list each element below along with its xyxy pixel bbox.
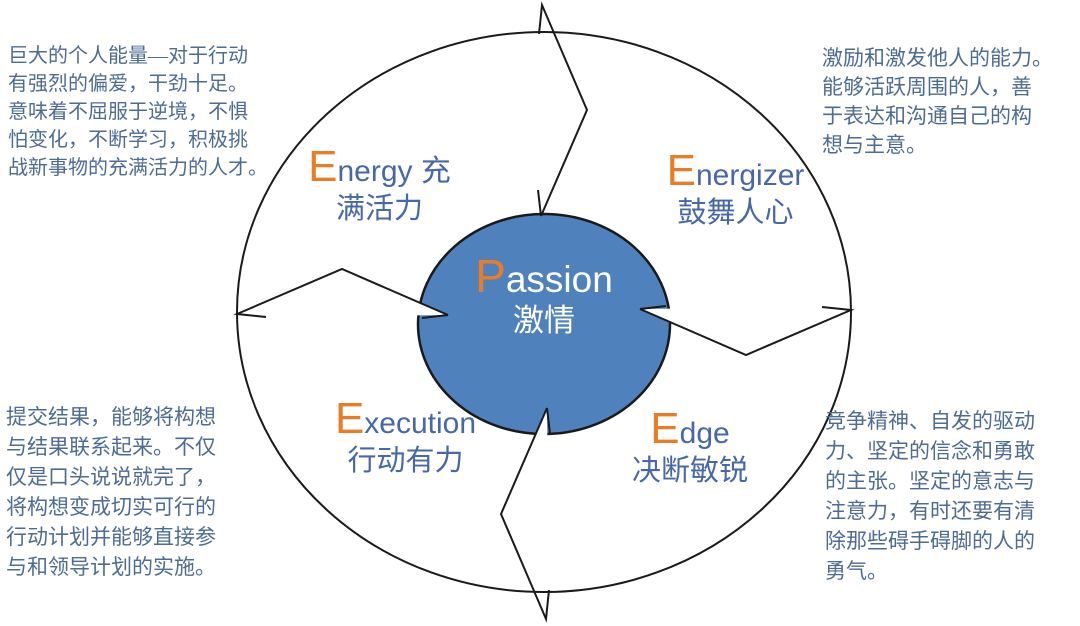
execution-label-cn: 行动有力 — [347, 445, 464, 478]
energy-label: Energy 充 满活力 — [287, 142, 472, 227]
energizer-label: Energizer 鼓舞人心 — [618, 146, 853, 231]
passion-label-en: Passion — [429, 252, 659, 300]
passion-label: Passion 激情 — [429, 252, 659, 341]
execution-label-en: Execution — [293, 394, 518, 443]
energizer-initial: E — [666, 146, 696, 195]
edge-label: Edge 决断敏锐 — [585, 404, 795, 489]
rotation-arrow-right — [639, 305, 855, 357]
edge-description: 竞争精神、自发的驱动 力、坚定的信念和勇敢 的主张。坚定的意志与 注意力，有时还… — [825, 409, 1035, 583]
execution-rest: xecution — [364, 407, 477, 440]
rotation-arrow-bottom — [499, 407, 551, 623]
passion-rest: assion — [505, 259, 613, 300]
energizer-label-en: Energizer — [618, 146, 853, 195]
edge-rest: dge — [679, 417, 730, 450]
energy-rest: nergy 充 — [337, 155, 451, 188]
passion-initial: P — [475, 250, 506, 302]
edge-label-en: Edge — [585, 404, 795, 453]
passion-label-cn: 激情 — [513, 303, 575, 339]
rotation-arrow-left — [233, 267, 449, 319]
energy-label-en: Energy 充 — [287, 142, 472, 191]
outer-cycle-ring — [236, 31, 852, 593]
energy-initial: E — [308, 142, 338, 191]
energy-label-cn: 满活力 — [335, 193, 423, 226]
execution-initial: E — [334, 394, 365, 443]
rotation-arrow-top — [537, 1, 589, 217]
execution-description: 提交结果，能够将构想 与结果联系起来。不仅 仅是口头说说就完了， 将构想变成切实… — [6, 405, 216, 579]
energy-description: 巨大的个人能量—对于行动 有强烈的偏爱，干劲十足。 意味着不屈服于逆境，不惧 怕… — [8, 45, 268, 179]
execution-label: Execution 行动有力 — [293, 394, 518, 479]
edge-initial: E — [650, 404, 680, 453]
energizer-label-cn: 鼓舞人心 — [677, 197, 794, 230]
energizer-description: 激励和激发他人的能力。 能够活跃周围的人，善 于表达和沟通自己的构 想与主意。 — [822, 46, 1053, 157]
edge-label-cn: 决断敏锐 — [631, 455, 748, 488]
energizer-rest: nergizer — [695, 159, 805, 192]
